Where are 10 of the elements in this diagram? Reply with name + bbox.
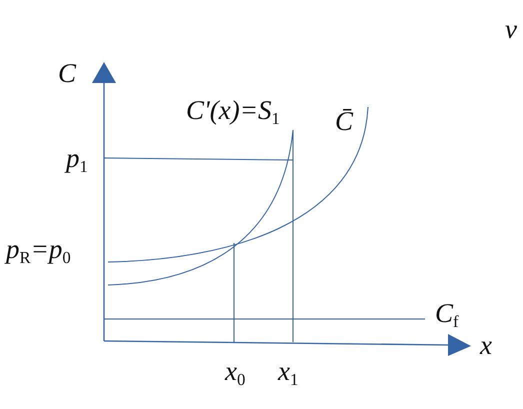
axis-label: C'(x)=S$_{1}$ xyxy=(186,97,280,124)
axis-label: x$_{1}$ xyxy=(278,358,298,385)
axis-label: C xyxy=(58,60,76,87)
axis-label: x$_{0}$ xyxy=(225,358,246,385)
axis-label: p$_{R}$=p$_{0}$ xyxy=(6,236,71,263)
axis-label: C̄ xyxy=(335,108,354,135)
axis-label: x xyxy=(480,332,492,359)
axis-label: v xyxy=(505,16,517,43)
axis-label: p$_{1}$ xyxy=(66,145,88,172)
axis-label: C$_{f}$ xyxy=(435,300,459,327)
